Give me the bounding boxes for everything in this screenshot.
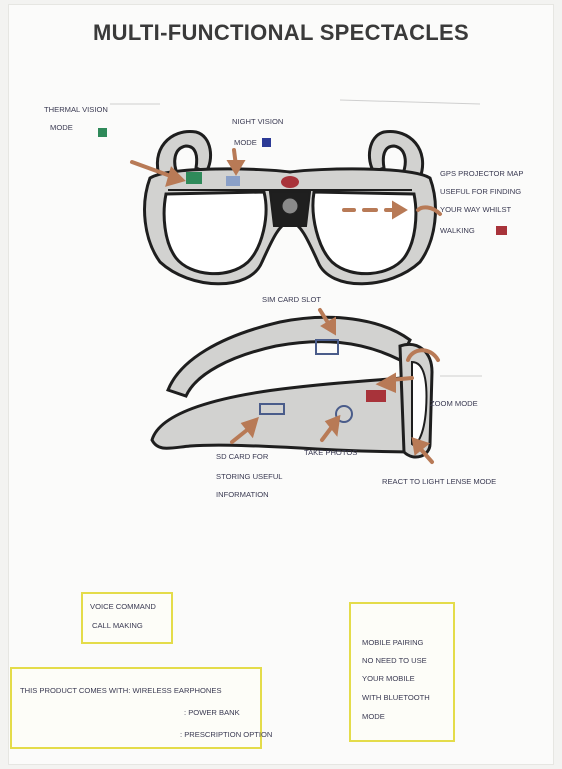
sim-card-label: SIM CARD SLOT [262, 294, 321, 305]
product-includes-line2: : POWER BANK [184, 706, 240, 719]
gps-label-line2: USEFUL FOR FINDING [440, 186, 521, 197]
gps-color-swatch [496, 226, 507, 235]
gps-label-line1: GPS PROJECTOR MAP [440, 168, 523, 179]
zoom-mode-label: ZOOM MODE [430, 398, 478, 409]
mobile-pairing-line5: MODE [362, 710, 385, 723]
front-glasses-drawing [145, 132, 436, 284]
product-includes-line1: THIS PRODUCT COMES WITH: WIRELESS EARPHO… [20, 684, 222, 697]
product-includes-line3: : PRESCRIPTION OPTION [180, 728, 272, 741]
sd-card-label-line3: INFORMATION [216, 489, 269, 500]
sd-card-label-line2: STORING USEFUL [216, 471, 283, 482]
mobile-pairing-line3: YOUR MOBILE [362, 672, 415, 685]
voice-command-line1: VOICE COMMAND [90, 600, 156, 613]
thermal-vision-mode-label: MODE [50, 122, 73, 133]
mobile-pairing-line1: MOBILE PAIRING [362, 636, 423, 649]
thermal-vision-label: THERMAL VISION [44, 104, 108, 115]
night-vision-label: NIGHT VISION [232, 116, 283, 127]
mobile-pairing-line4: WITH BLUETOOTH [362, 691, 430, 704]
sd-card-label-line1: SD CARD FOR [216, 451, 268, 462]
voice-command-line2: CALL MAKING [92, 619, 143, 632]
take-photos-label: TAKE PHOTOS [304, 447, 357, 458]
night-color-swatch [262, 138, 271, 147]
night-vision-mode-label: MODE [234, 137, 257, 148]
gps-label-line4: WALKING [440, 225, 475, 236]
gps-label-line3: YOUR WAY WHILST [440, 204, 511, 215]
mobile-pairing-line2: NO NEED TO USE [362, 654, 427, 667]
thermal-color-swatch [98, 128, 107, 137]
react-light-label: REACT TO LIGHT LENSE MODE [382, 476, 496, 487]
